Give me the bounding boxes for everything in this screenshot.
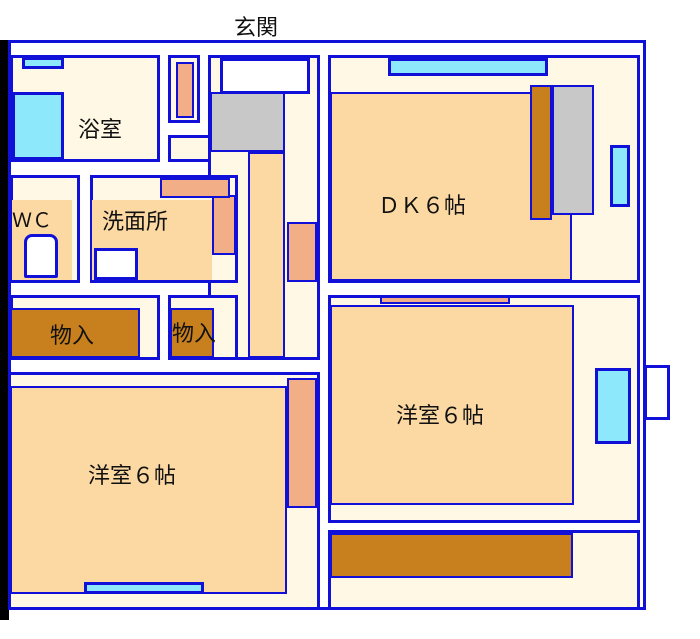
entrance-step <box>220 58 310 94</box>
washroom-label: 洗面所 <box>102 210 169 235</box>
shoe-closet-door <box>176 62 194 118</box>
storage-1-label: 物入 <box>50 324 95 349</box>
closet-bottom-right-floor <box>330 533 573 578</box>
western-room-left-floor <box>10 386 287 594</box>
hallway <box>248 152 285 358</box>
washroom-cabinet <box>160 178 230 198</box>
storage-2-floor <box>170 308 214 358</box>
entrance-label: 玄関 <box>234 16 279 41</box>
toilet-icon <box>24 234 58 278</box>
western-room-left-label: 洋室６帖 <box>88 464 177 489</box>
washroom-door <box>212 195 236 255</box>
western-room-right-label: 洋室６帖 <box>396 404 485 429</box>
dk-label: ＤＫ６帖 <box>378 194 467 219</box>
entrance-floor <box>210 92 285 152</box>
hallway-door <box>287 222 317 282</box>
storage-1-floor <box>10 308 140 358</box>
kitchen-sink <box>552 85 594 215</box>
washbasin-icon <box>94 248 138 280</box>
western-room-right-door <box>380 296 510 304</box>
western-room-left-closet-door <box>287 378 317 508</box>
kitchen-counter <box>530 85 552 220</box>
western-room-left-window <box>84 582 204 594</box>
dk-window-top <box>388 58 548 76</box>
wc-label: ＷＣ <box>12 208 52 232</box>
storage-2-label: 物入 <box>172 322 217 347</box>
dk-window-side <box>610 145 630 207</box>
western-room-right-window <box>595 368 631 444</box>
bay-window <box>644 365 670 420</box>
left-wall-bar <box>0 40 9 620</box>
bathroom-label: 浴室 <box>78 118 123 143</box>
bathtub <box>12 92 64 160</box>
bathroom-vent-window <box>22 57 64 69</box>
western-room-right-floor <box>330 305 574 505</box>
